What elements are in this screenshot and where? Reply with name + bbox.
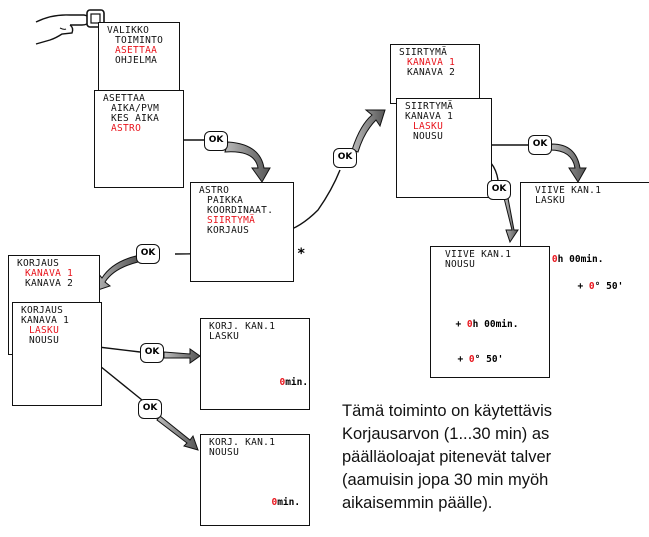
minutes-value: 00 — [569, 254, 581, 265]
arcminutes-value: 50' — [486, 354, 504, 365]
korjaus-screen-2: KORJAUS KANAVA 1 LASKU NOUSU — [12, 302, 102, 406]
correction-unit: min. — [285, 377, 309, 388]
plus-sign: + — [455, 319, 462, 330]
viive-nousu-time: + 0h 00min. — [444, 308, 518, 330]
menu-screen: VALIKKO TOIMINTO ASETTAA OHJELMA — [98, 22, 180, 92]
degrees-value: 0 — [588, 281, 595, 292]
korj-nousu-screen: KORJ. KAN.1 NOUSU — [200, 434, 310, 526]
viive-line: VIIVE KAN.1 — [445, 249, 512, 260]
korjaus-line: KORJAUS — [17, 258, 60, 269]
korj-line: NOUSU — [209, 447, 240, 458]
astro-line-selected: SIIRTYMÄ — [207, 215, 256, 226]
siirtyma-line: KANAVA 1 — [405, 111, 454, 122]
viive-nousu-screen: VIIVE KAN.1 NOUSU — [430, 246, 550, 378]
plus-sign: + — [457, 354, 464, 365]
correction-unit: min. — [277, 497, 301, 508]
hours-unit: h — [472, 319, 479, 330]
korjaus-line-selected: LASKU — [29, 325, 60, 336]
menu-line: OHJELMA — [115, 55, 158, 66]
description-line: aikaisemmin päälle). — [342, 494, 493, 512]
korj-lasku-screen: KORJ. KAN.1 LASKU — [200, 318, 310, 410]
ok-button-icon[interactable]: OK — [204, 131, 228, 151]
ok-button-icon[interactable]: OK — [528, 135, 552, 155]
siirtyma-line: NOUSU — [413, 131, 444, 142]
korjaus-line: NOUSU — [29, 335, 60, 346]
star-marker: * — [297, 246, 306, 262]
asettaa-line: ASETTAA — [103, 93, 146, 104]
astro-line: PAIKKA — [207, 195, 244, 206]
degrees-value: 0 — [468, 354, 475, 365]
korjaus-line: KANAVA 1 — [21, 315, 70, 326]
viive-line: NOUSU — [445, 259, 476, 270]
description-line: Korjausarvon (1...30 min) as — [342, 425, 550, 443]
correction-value: 0 — [279, 377, 286, 388]
asettaa-line: AIKA/PVM — [111, 103, 160, 114]
siirtyma-screen-1: SIIRTYMÄ KANAVA 1 KANAVA 2 — [390, 44, 480, 104]
description-line: päälläoloajat pitenevät talver — [342, 448, 552, 466]
viive-line: VIIVE KAN.1 — [535, 185, 602, 196]
minutes-value: 00 — [484, 319, 496, 330]
astro-line: KORJAUS — [207, 225, 250, 236]
siirtyma-screen-2: SIIRTYMÄ KANAVA 1 LASKU NOUSU — [396, 98, 492, 198]
degrees-unit: ° — [474, 354, 481, 365]
siirtyma-line: SIIRTYMÄ — [405, 101, 454, 112]
ok-button-icon[interactable]: OK — [333, 148, 357, 168]
viive-line: LASKU — [535, 195, 566, 206]
siirtyma-line: SIIRTYMÄ — [399, 47, 448, 58]
description-line: (aamuisin jopa 30 min myöh — [342, 471, 549, 489]
asettaa-line: KES AIKA — [111, 113, 160, 124]
hand-icon — [35, 9, 105, 45]
menu-line: TOIMINTO — [115, 35, 164, 46]
minutes-unit: min. — [495, 319, 519, 330]
astro-line: ASTRO — [199, 185, 230, 196]
korj-line: LASKU — [209, 331, 240, 342]
hours-unit: h — [557, 254, 564, 265]
ok-button-icon[interactable]: OK — [487, 180, 511, 200]
hours-value: 0 — [551, 254, 558, 265]
korj-lasku-value: 0min. — [268, 366, 308, 388]
korj-line: KORJ. KAN.1 — [209, 321, 276, 332]
ok-button-icon[interactable]: OK — [138, 399, 162, 419]
siirtyma-line: KANAVA 2 — [407, 67, 456, 78]
viive-nousu-angle: + 0° 50' — [446, 343, 503, 365]
hours-value: 0 — [466, 319, 473, 330]
korj-line: KORJ. KAN.1 — [209, 437, 276, 448]
korjaus-line: KORJAUS — [21, 305, 64, 316]
menu-line: VALIKKO — [107, 25, 150, 36]
viive-lasku-angle: + 0° 50' — [566, 270, 623, 292]
ok-button-icon[interactable]: OK — [140, 343, 164, 363]
correction-value: 0 — [271, 497, 278, 508]
korjaus-line: KANAVA 2 — [25, 278, 74, 289]
menu-line-selected: ASETTAA — [115, 45, 158, 56]
arcminutes-value: 50' — [606, 281, 624, 292]
astro-line: KOORDINAAT. — [207, 205, 274, 216]
korjaus-line-selected: KANAVA 1 — [25, 268, 74, 279]
astro-screen: ASTRO PAIKKA KOORDINAAT. SIIRTYMÄ KORJAU… — [190, 182, 294, 282]
asettaa-screen: ASETTAA AIKA/PVM KES AIKA ASTRO — [94, 90, 184, 188]
korj-nousu-value: 0min. — [260, 486, 300, 508]
description-text: Tämä toiminto on käytettävis Korjausarvo… — [342, 400, 649, 515]
asettaa-line-selected: ASTRO — [111, 123, 142, 134]
description-line: Tämä toiminto on käytettävis — [342, 402, 553, 420]
siirtyma-line-selected: LASKU — [413, 121, 444, 132]
ok-button-icon[interactable]: OK — [136, 244, 160, 264]
plus-sign: + — [577, 281, 584, 292]
degrees-unit: ° — [594, 281, 601, 292]
minutes-unit: min. — [580, 254, 604, 265]
siirtyma-line-selected: KANAVA 1 — [407, 57, 456, 68]
